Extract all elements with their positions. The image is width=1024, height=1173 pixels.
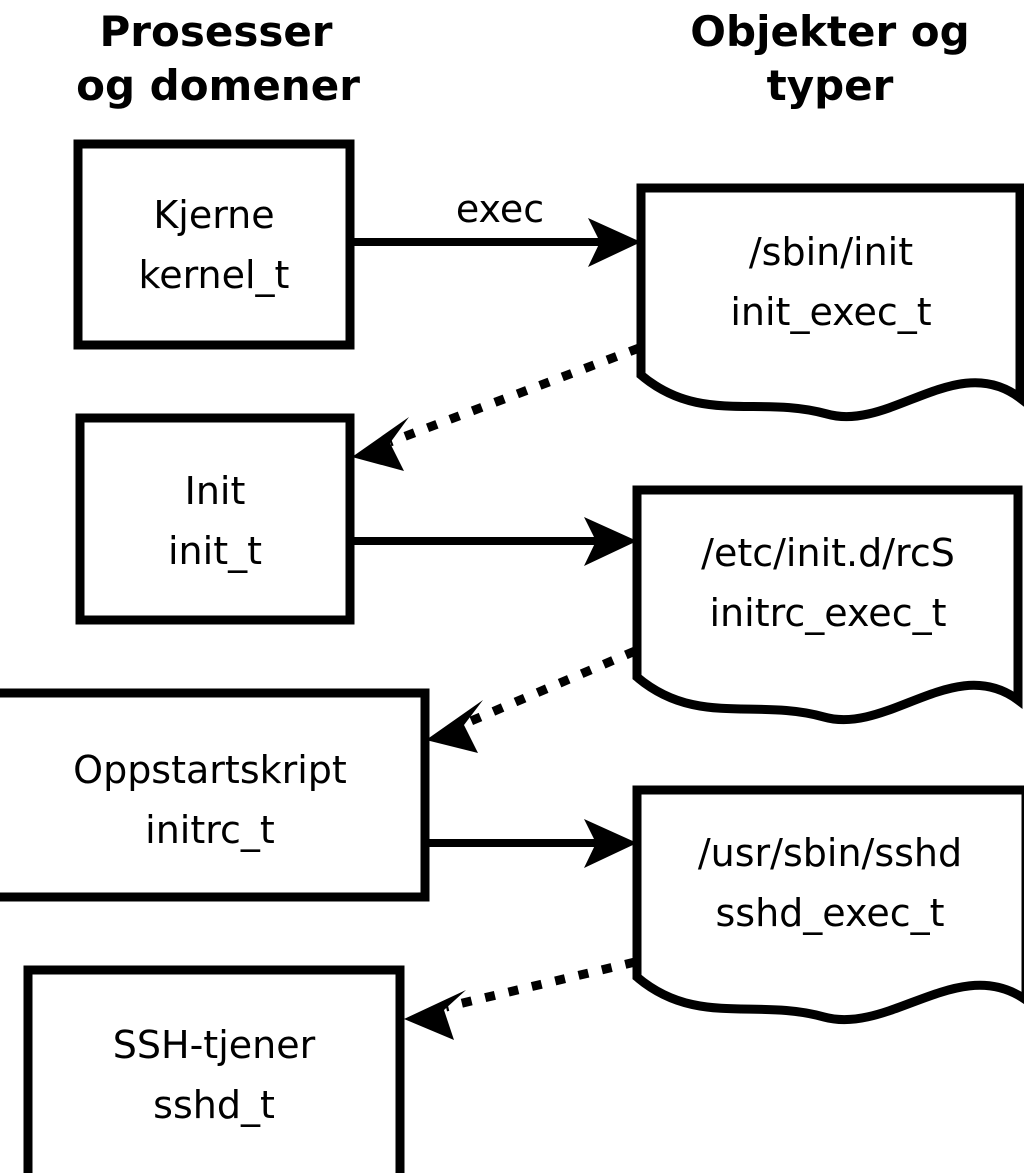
node-sshd-exec-line1: /usr/sbin/sshd [698,831,962,875]
node-kernel-line2: kernel_t [139,253,290,297]
node-initrc-box[interactable] [0,688,430,902]
node-sshd-exec-object[interactable]: /usr/sbin/sshd sshd_exec_t [632,785,1024,1025]
node-initrc-exec-line2: initrc_exec_t [710,591,947,635]
edge-initrc-exec-to-initrc [426,646,637,753]
node-initrc-line1: Oppstartskript [73,748,347,792]
right-column-header: Objekter og typer [690,7,969,110]
node-init-exec-line1: /sbin/init [749,230,913,274]
arrowhead-initrc-to-sshd-exec [584,819,637,868]
node-sshd-domain[interactable]: SSH-tjener sshd_t [23,965,405,1173]
node-sshd-exec-line2: sshd_exec_t [715,891,944,935]
arrowhead-init-to-initrc-exec [584,517,637,566]
edge-line-initrc-exec-to-initrc [462,646,637,729]
edge-line-init-exec-to-init [388,343,641,447]
node-init-exec-document-shape[interactable] [636,183,1024,422]
node-kernel-line1: Kjerne [153,193,274,237]
node-initrc-exec-line1: /etc/init.d/rcS [701,531,955,575]
arrowhead-initrc-exec-to-initrc [426,700,483,753]
node-sshd-box[interactable] [23,965,405,1173]
left-column-header: Prosesser og domener [76,7,360,110]
arrowhead-sshd-exec-to-sshd [404,990,466,1040]
node-initrc-line2: initrc_t [145,808,275,852]
node-init-line2: init_t [168,529,262,573]
edge-init-exec-to-init [352,343,641,471]
node-init-domain[interactable]: Init init_t [75,413,355,625]
edge-init-exec-initrc-exec [350,517,637,566]
arrowhead-kernel-to-init-exec [588,218,641,267]
node-kernel-box[interactable] [73,139,355,350]
edge-label-exec: exec [456,187,544,231]
node-init-exec-line2: init_exec_t [730,290,931,334]
left-header-line2: og domener [76,61,360,110]
edge-kernel-exec-init-exec: exec [350,187,641,267]
edge-sshd-exec-to-sshd [404,957,637,1040]
node-init-box[interactable] [75,413,355,625]
node-sshd-line1: SSH-tjener [113,1023,316,1067]
left-header-line1: Prosesser [99,7,332,56]
node-sshd-line2: sshd_t [153,1083,275,1127]
node-initrc-exec-object[interactable]: /etc/init.d/rcS initrc_exec_t [632,485,1023,725]
arrowhead-init-exec-to-init [352,417,409,471]
node-kernel-domain[interactable]: Kjerne kernel_t [73,139,355,350]
node-initrc-domain[interactable]: Oppstartskript initrc_t [0,688,430,902]
node-sshd-exec-document-shape[interactable] [632,785,1024,1025]
right-header-line1: Objekter og [690,7,969,56]
node-init-line1: Init [185,469,246,513]
edge-line-sshd-exec-to-sshd [444,957,637,1012]
right-header-line2: typer [767,61,894,110]
edge-initrc-exec-sshd-exec [425,819,637,868]
node-init-exec-object[interactable]: /sbin/init init_exec_t [636,183,1024,422]
node-initrc-exec-document-shape[interactable] [632,485,1023,725]
